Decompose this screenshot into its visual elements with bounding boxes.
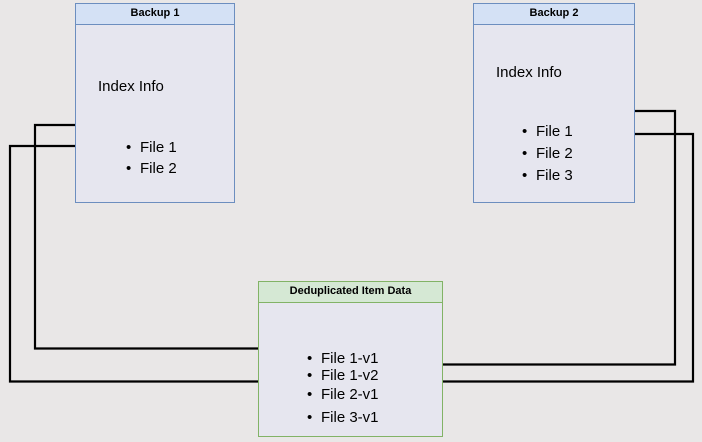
node-backup-1-header: Backup 1 — [76, 4, 234, 25]
node-deduplicated-item-data-body: File 1-v1 File 1-v2 File 2-v1 File 3-v1 — [259, 303, 442, 436]
list-item: File 1 — [522, 121, 573, 143]
node-deduplicated-item-data-header: Deduplicated Item Data — [259, 282, 442, 303]
list-item: File 2 — [522, 143, 573, 165]
list-item: File 2 — [126, 158, 177, 179]
list-item: File 1-v1 — [307, 350, 379, 367]
list-item: File 2-v1 — [307, 384, 379, 406]
deduplicated-file-list: File 1-v1 File 1-v2 File 2-v1 File 3-v1 — [307, 350, 379, 430]
node-deduplicated-item-data[interactable]: Deduplicated Item Data File 1-v1 File 1-… — [258, 281, 443, 437]
list-item: File 1 — [126, 137, 177, 158]
node-backup-2-body: Index Info File 1 File 2 File 3 — [474, 25, 634, 202]
node-backup-2-header: Backup 2 — [474, 4, 634, 25]
backup-2-index-info-label: Index Info — [496, 64, 562, 81]
node-backup-1-body: Index Info File 1 File 2 — [76, 25, 234, 202]
list-item: File 3 — [522, 165, 573, 187]
node-backup-2[interactable]: Backup 2 Index Info File 1 File 2 File 3 — [473, 3, 635, 203]
backup-2-file-list: File 1 File 2 File 3 — [522, 121, 573, 187]
backup-1-index-info-label: Index Info — [98, 78, 164, 95]
node-backup-1[interactable]: Backup 1 Index Info File 1 File 2 — [75, 3, 235, 203]
list-item: File 3-v1 — [307, 406, 379, 430]
backup-1-file-list: File 1 File 2 — [126, 137, 177, 179]
list-item: File 1-v2 — [307, 367, 379, 384]
